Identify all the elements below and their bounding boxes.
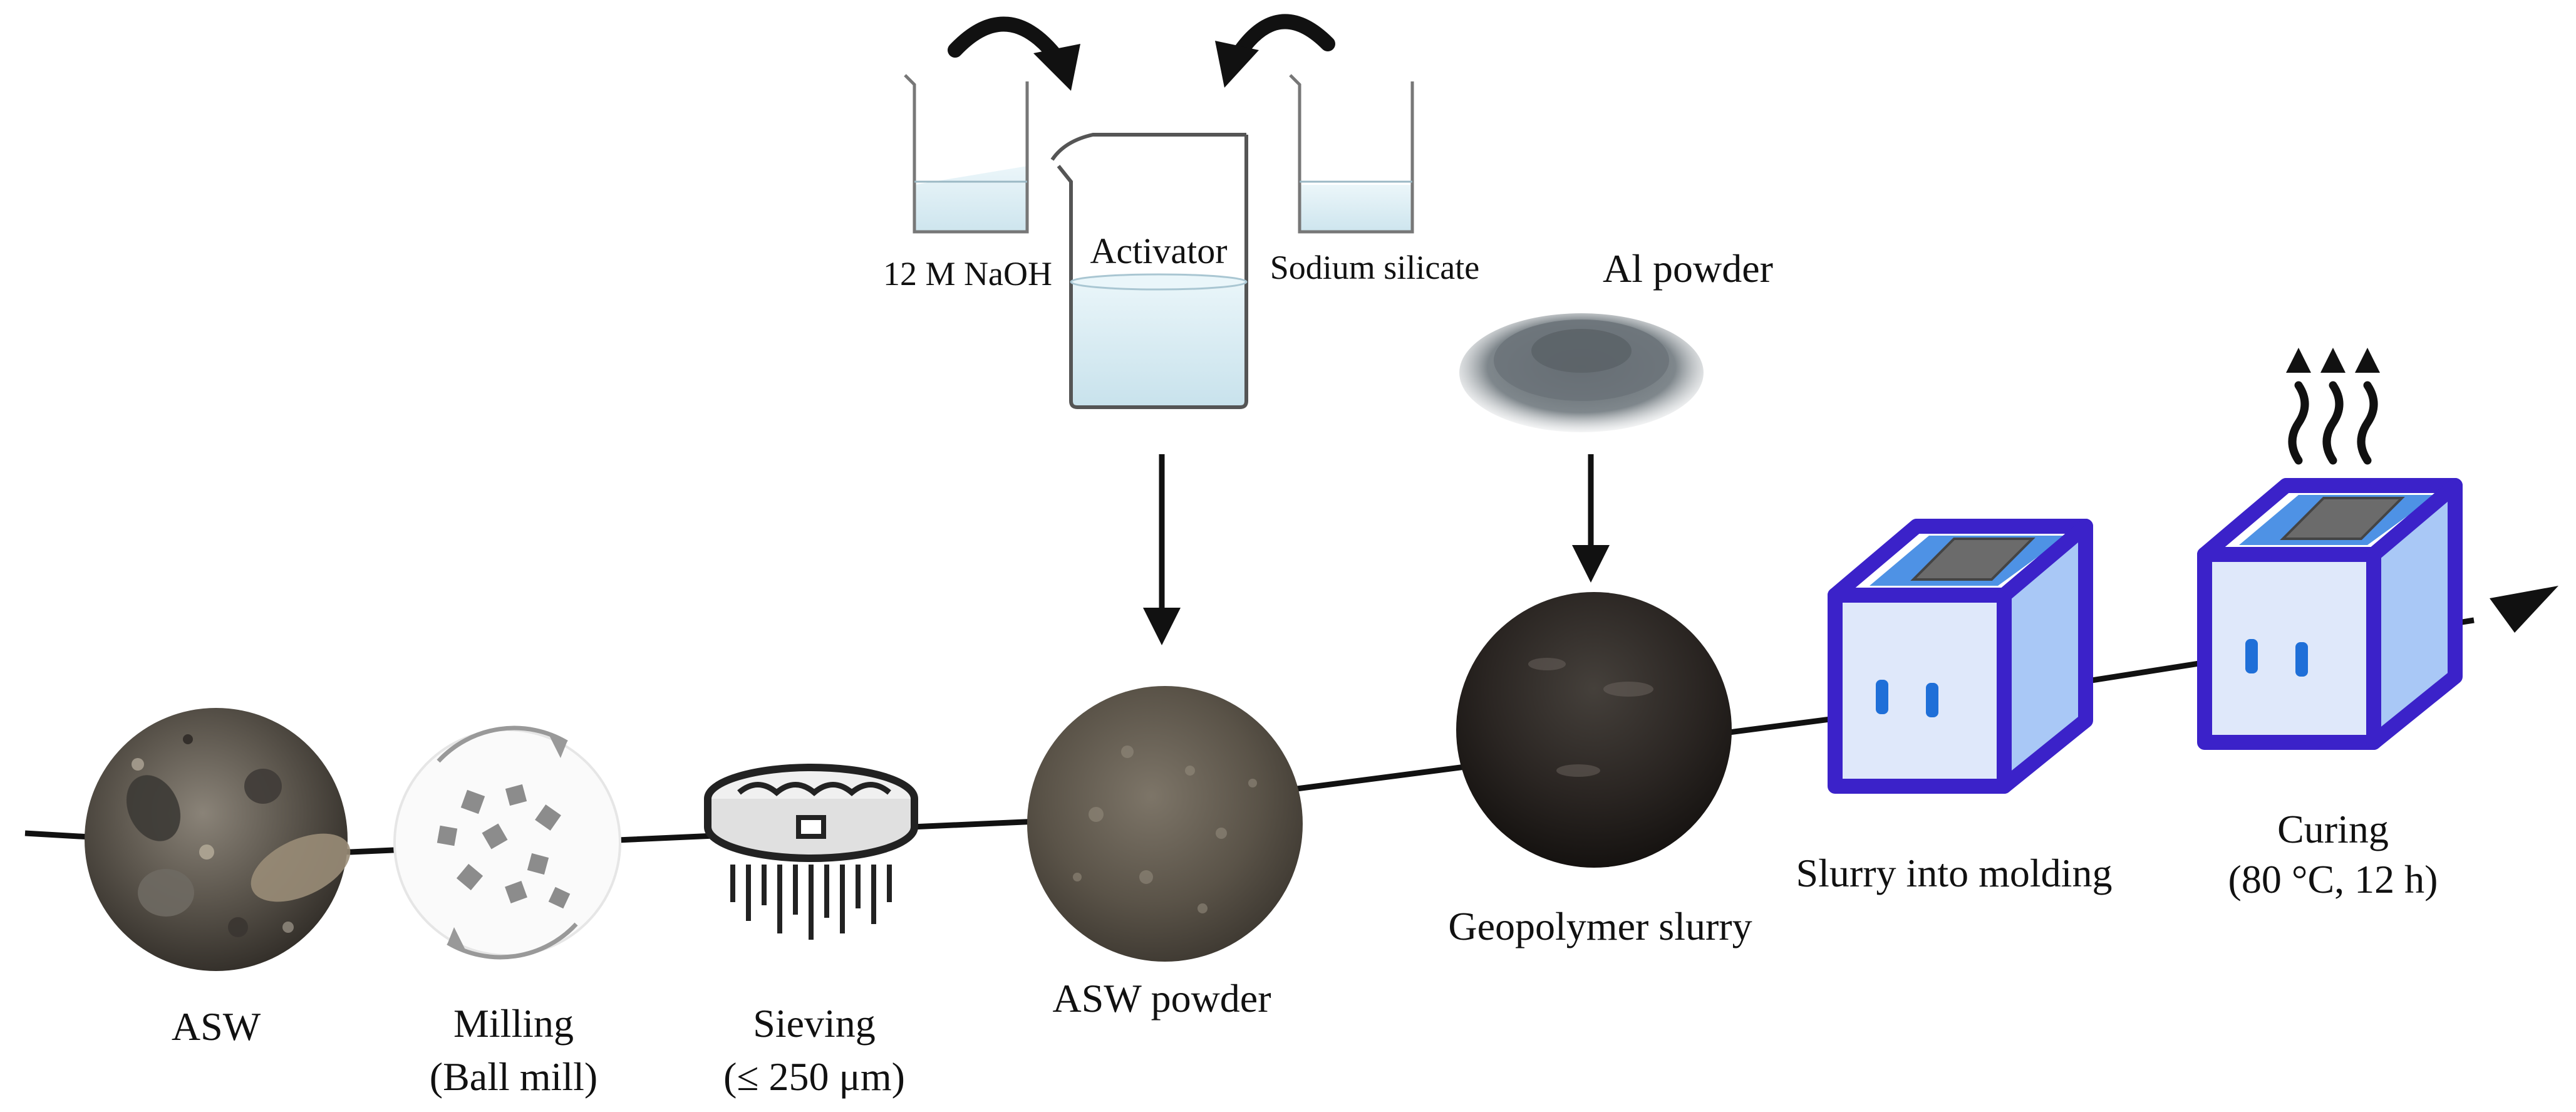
geopolymer-slurry-photo — [1456, 592, 1732, 868]
label-asw: ASW — [172, 1004, 261, 1049]
label-curing-sub: (80 °C, 12 h) — [2228, 857, 2438, 902]
beaker-icon — [1050, 133, 1248, 409]
curved-arrow-icon — [1215, 14, 1335, 88]
label-sodium-silicate: Sodium silicate — [1270, 249, 1479, 286]
heat-waves-icon — [2288, 381, 2378, 465]
al-powder-pile — [1459, 313, 1704, 432]
beaker-icon — [1289, 74, 1414, 234]
beaker-icon — [904, 74, 1029, 234]
label-milling-sub: (Ball mill) — [430, 1054, 597, 1099]
label-geopolymer-slurry: Geopolymer slurry — [1448, 904, 1752, 948]
mold-cube-icon — [1828, 519, 2093, 794]
curved-arrow-icon — [948, 16, 1080, 91]
powder-photo-icon — [1073, 746, 1257, 913]
rock-debris-photo-icon — [126, 734, 351, 937]
sodium-silicate-beaker — [1289, 74, 1414, 234]
label-sieving-sub: (≤ 250 μm) — [723, 1054, 905, 1099]
activator-beaker — [1050, 133, 1248, 409]
label-sieving: Sieving — [753, 1001, 876, 1046]
ball-mill-icon — [393, 725, 621, 960]
activator-down-arrow-icon — [1143, 454, 1181, 645]
curing-mold-cube-icon — [2197, 478, 2463, 750]
powder-pile-icon — [1459, 313, 1704, 432]
label-al-powder: Al powder — [1603, 246, 1773, 291]
label-asw-powder: ASW powder — [1053, 976, 1271, 1021]
label-naoh: 12 M NaOH — [883, 255, 1052, 293]
slurry-photo-icon — [1528, 658, 1653, 777]
al-powder-down-arrow-icon — [1572, 454, 1610, 583]
process-end-arrow-icon — [2490, 586, 2558, 633]
asw-powder-photo — [1027, 686, 1303, 962]
sieve-icon — [704, 764, 918, 940]
label-activator: Activator — [1090, 231, 1227, 271]
label-curing: Curing — [2277, 807, 2389, 851]
asw-photo — [85, 708, 351, 971]
label-milling: Milling — [453, 1001, 574, 1046]
naoh-beaker — [904, 74, 1029, 234]
label-slurry-molding: Slurry into molding — [1796, 851, 2113, 895]
